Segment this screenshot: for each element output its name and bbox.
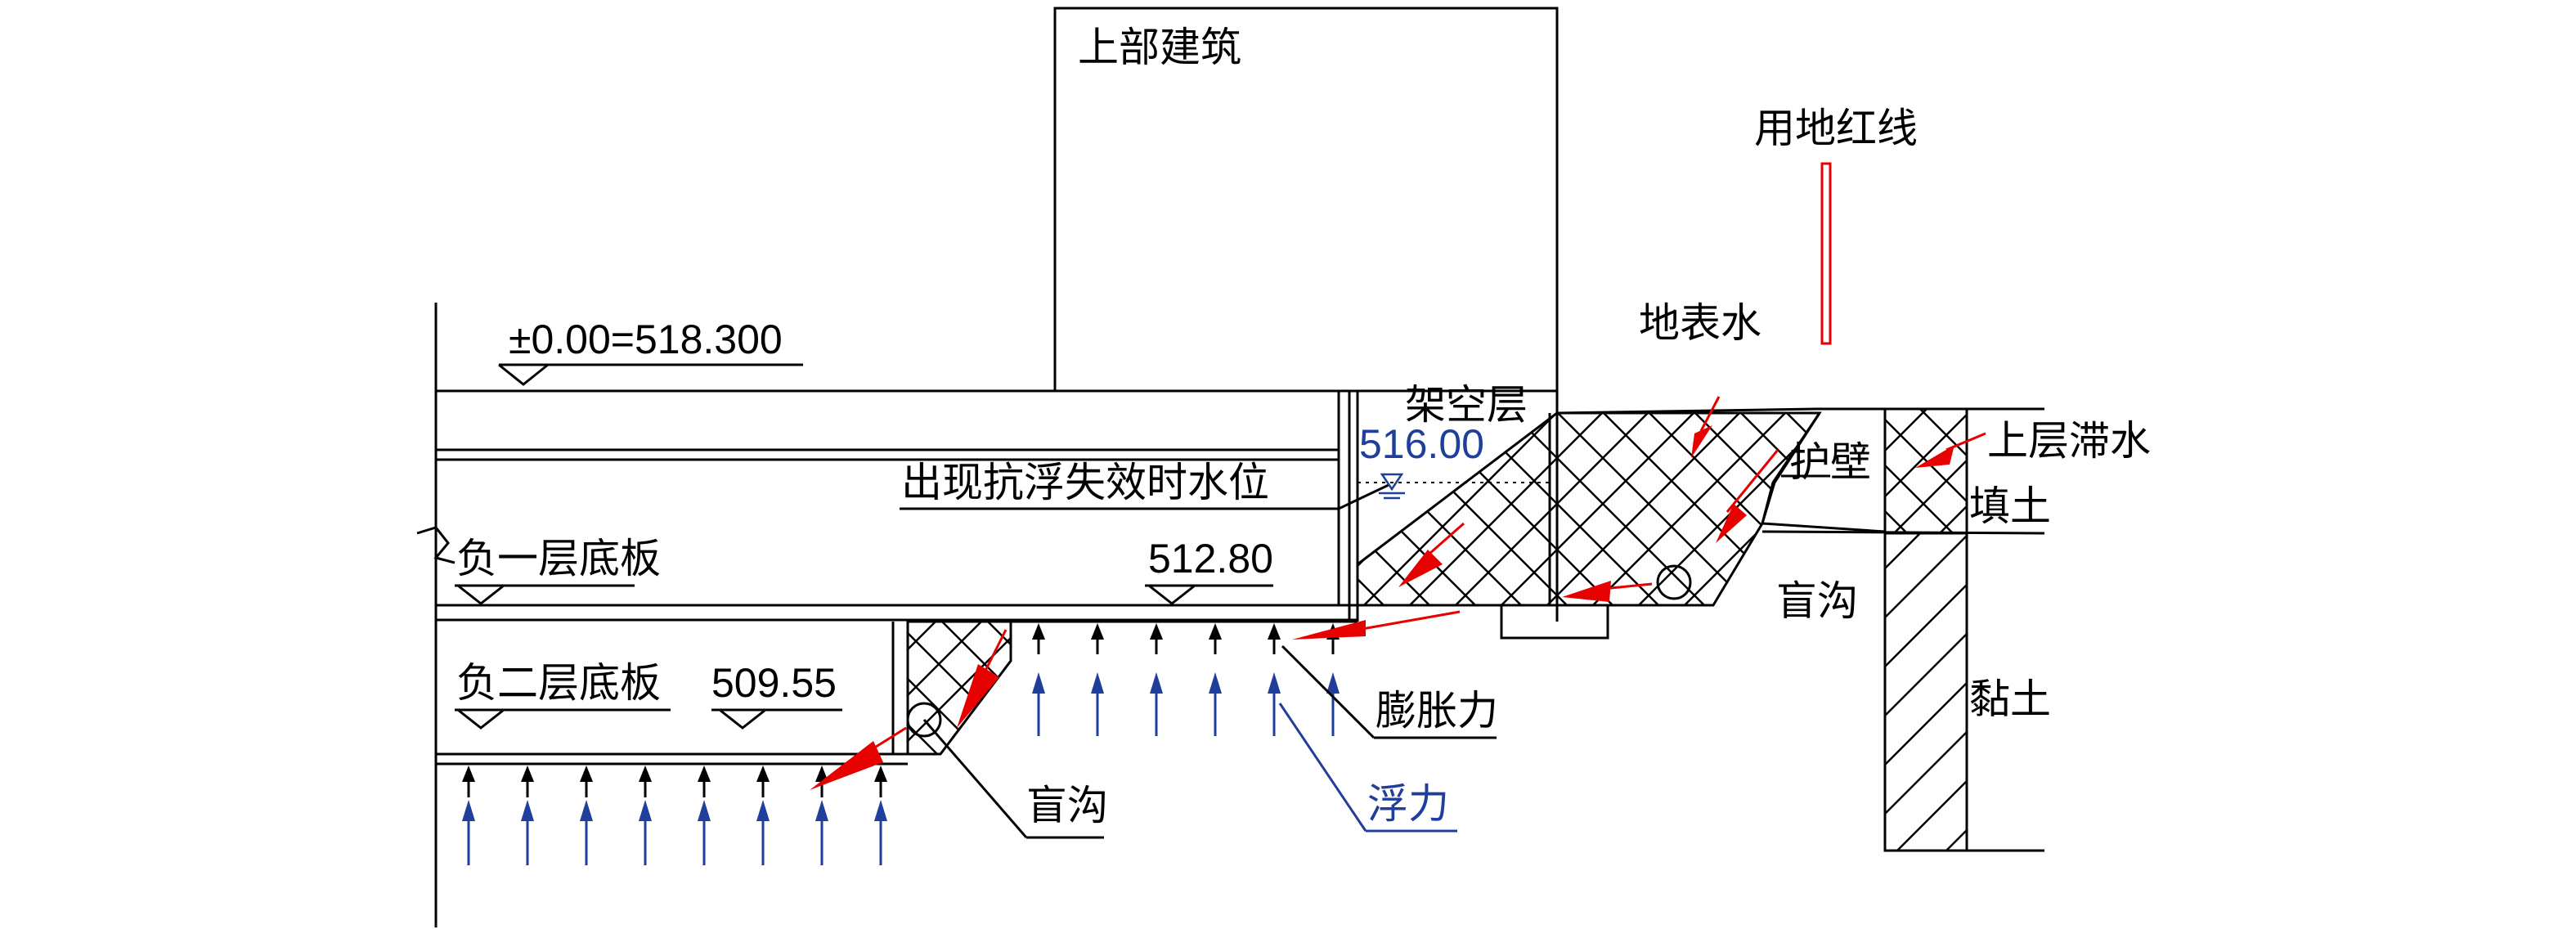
surface-water-label: 地表水 (1639, 300, 1761, 346)
arrow-group (1268, 623, 1281, 736)
level-509-label: 509.55 (711, 660, 837, 706)
clay-column (1883, 532, 1968, 852)
left-blind-ditch-label: 盲沟 (1026, 783, 1108, 828)
arrow-group (874, 766, 887, 865)
property-red-line (1820, 162, 1832, 345)
clay-label: 黏土 (1969, 676, 2051, 722)
left-blind-ditch-fill (906, 620, 1012, 756)
break-line-icon (416, 526, 456, 564)
elevation-triangle-icon (457, 584, 505, 605)
water-flow-arrows (810, 396, 1986, 790)
fill-clay-divider (1761, 530, 2045, 535)
arrow-group (580, 766, 593, 865)
arrow-group (1091, 623, 1104, 736)
fill-soil-label: 填土 (1969, 483, 2051, 529)
level-512-label: 512.80 (1148, 536, 1273, 582)
wl-516-label: 516.00 (1359, 421, 1484, 467)
elevation-triangle-icon (1148, 584, 1196, 605)
failure-water-level-label: 出现抗浮失效时水位 (901, 460, 1269, 505)
arrow-group (698, 766, 711, 865)
elevation-triangle-icon (719, 708, 766, 730)
arrow-group (1150, 623, 1163, 736)
fill-soil-column (1883, 407, 1968, 535)
buoyancy-leader (1278, 703, 1367, 832)
b1-buoyancy-arrows (1032, 623, 1340, 736)
arrow-group (462, 766, 475, 865)
buoyancy-label: 浮力 (1367, 781, 1449, 827)
swelling-force-label: 膨胀力 (1376, 688, 1498, 734)
arrow-group (1032, 623, 1045, 736)
left-blind-ditch-leader (922, 719, 1028, 838)
elevation-triangle-icon (457, 708, 505, 730)
property-red-line-label: 用地红线 (1754, 106, 1918, 151)
swelling-leader (1281, 644, 1376, 739)
arrow-group (815, 766, 828, 865)
b2-slab-label: 负二层底板 (456, 660, 661, 706)
water-level-icon (1379, 473, 1405, 500)
datum-label: ±0.00=518.300 (509, 317, 783, 362)
retaining-wall-line (1761, 412, 1886, 533)
circle-pipe-icon (1656, 564, 1692, 600)
retaining-wall-label: 护壁 (1789, 439, 1871, 485)
elevation-triangle-icon (498, 363, 549, 386)
arrow-group (521, 766, 534, 865)
perched-water-label: 上层滞水 (1987, 418, 2151, 464)
arrow-group (1209, 623, 1222, 736)
b2-buoyancy-arrows (462, 766, 887, 865)
arrow-group (639, 766, 652, 865)
right-blind-ditch-label: 盲沟 (1776, 578, 1858, 624)
upper-building-label: 上部建筑 (1078, 25, 1241, 70)
b1-slab-label: 负一层底板 (456, 536, 661, 582)
failure-level-leader (1338, 483, 1389, 510)
circle-pipe-icon (906, 702, 942, 738)
footing-block (1500, 604, 1609, 640)
arrow-group (1326, 623, 1340, 736)
arrow-group (756, 766, 770, 865)
overhead-layer-label: 架空层 (1405, 382, 1528, 428)
